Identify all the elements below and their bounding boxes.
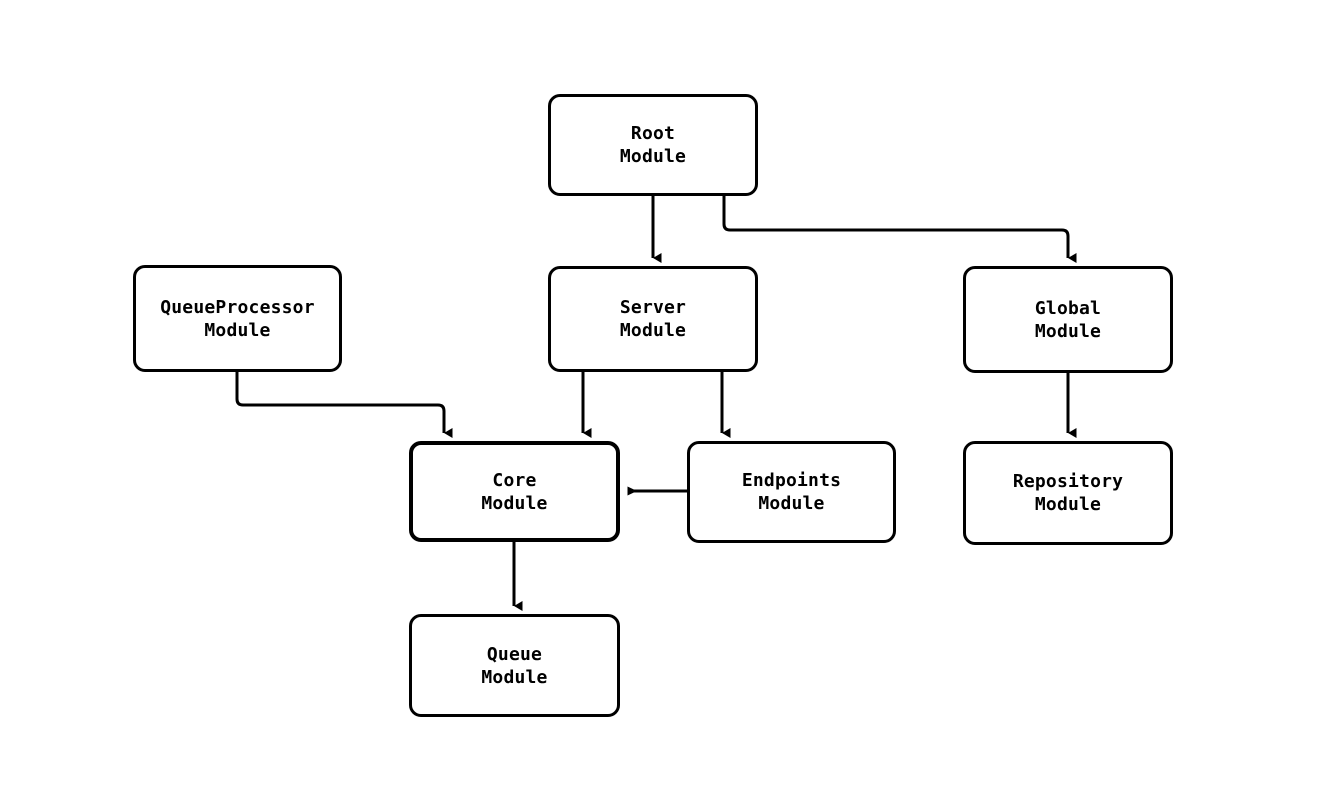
node-label-global: Global Module bbox=[1034, 297, 1102, 342]
node-queueprocessor[interactable]: QueueProcessor Module bbox=[133, 265, 342, 372]
node-global[interactable]: Global Module bbox=[963, 266, 1173, 373]
node-label-queueprocessor: QueueProcessor Module bbox=[160, 296, 315, 341]
node-core[interactable]: Core Module bbox=[409, 441, 620, 542]
node-queue[interactable]: Queue Module bbox=[409, 614, 620, 717]
node-label-queue: Queue Module bbox=[481, 643, 548, 688]
node-label-root: Root Module bbox=[619, 123, 687, 167]
node-server[interactable]: Server Module bbox=[548, 266, 758, 372]
edge-root-to-global bbox=[722, 196, 1077, 263]
edge-queueprocessor-to-core bbox=[235, 372, 453, 438]
node-endpoints[interactable]: Endpoints Module bbox=[687, 441, 896, 543]
node-root[interactable]: Root Module bbox=[548, 94, 758, 196]
node-label-core: Core Module bbox=[481, 469, 548, 514]
node-repository[interactable]: Repository Module bbox=[963, 441, 1173, 545]
node-label-server: Server Module bbox=[619, 297, 687, 341]
node-label-repository: Repository Module bbox=[1012, 471, 1124, 515]
node-label-endpoints: Endpoints Module bbox=[741, 470, 842, 514]
